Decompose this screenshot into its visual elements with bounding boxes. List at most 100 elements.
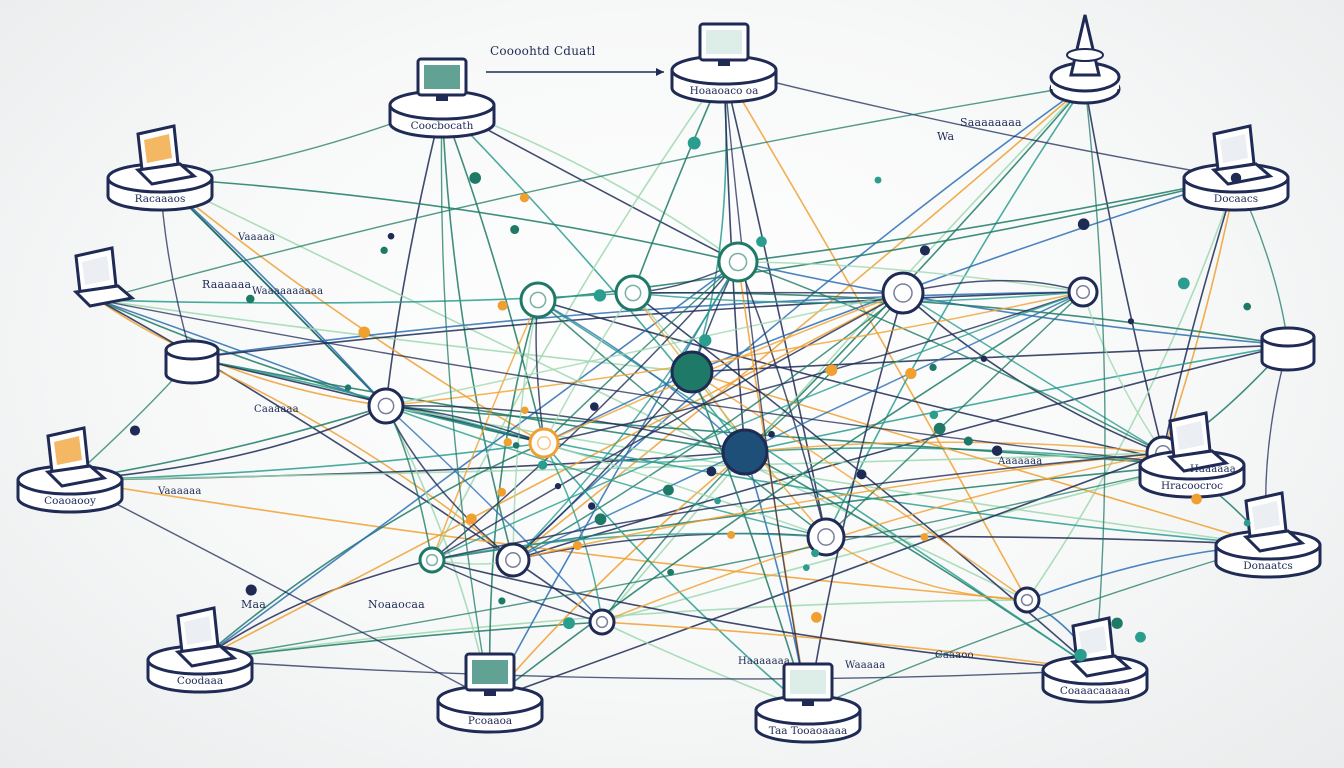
connection-line [1082,291,1164,454]
annotation-label: Maa [241,598,266,611]
endpoint-dot [387,232,395,240]
endpoint-dot [497,300,508,311]
connection-line [632,292,1096,671]
connection-line [601,451,746,623]
hub-node [717,241,759,283]
connection-line [385,405,433,561]
endpoint-dot [662,484,674,496]
connection-line [431,69,725,561]
connection-line [69,405,387,481]
endpoint-dot [811,611,822,623]
endpoint-dot [963,436,973,446]
hub-node [1067,276,1099,308]
connection-line [385,405,1193,466]
monitor-on-platform-icon: Hoaaoaco oa [670,22,778,104]
endpoint-dot [687,136,701,150]
annotation-label: Raaaaaa [202,278,252,291]
connection-line [159,177,545,444]
connection-line [601,84,1086,623]
hub-node [721,428,769,476]
annotation-label: Vaaaaaa [158,486,202,497]
laptop-on-platform-icon: Coodaaa [146,606,254,694]
connection-line [199,464,1193,661]
connection-line [431,559,603,623]
connection-line [69,452,1164,481]
connection-line [97,299,1193,466]
hub-node [528,427,560,459]
monitor-on-platform-icon: Pcoaaoa [436,652,544,734]
connection-line [737,261,1164,454]
connection-line [543,442,809,711]
storage-drum-icon [1260,326,1316,372]
storage-drum-icon [164,339,220,385]
endpoint-dot [465,513,477,525]
endpoint-dot [811,549,820,558]
endpoint-dot [593,289,607,302]
connection-line [199,621,603,661]
connection-line [737,177,1237,263]
connection-line [807,292,904,711]
hub-node [418,546,446,574]
connection-line [543,292,904,444]
connection-line [489,452,1164,701]
endpoint-dot [587,502,596,510]
connection-line [723,69,809,711]
device-label: Coodaaa [177,675,223,687]
annotation-label: Waaaaaaaaaa [252,286,324,297]
endpoint-dot [594,513,607,526]
connection-line [97,299,387,407]
connection-line [431,559,1096,671]
connection-line [191,291,1084,359]
endpoint-dot [344,384,352,391]
endpoint-dot [699,334,712,347]
connection-line [512,84,1086,561]
connection-line [512,299,539,561]
connection-line [69,442,545,481]
connection-line [512,261,739,561]
endpoint-dot [667,568,675,576]
connection-line [543,442,827,538]
laptop-on-platform-icon: Coaoaooy [16,426,124,514]
endpoint-dot [1135,631,1146,643]
device-label: Racaaaos [135,193,186,205]
hub-node [806,517,846,557]
endpoint-dot [512,442,520,449]
connection-line [385,291,1084,407]
connection-line [512,371,693,561]
connection-line [431,261,739,561]
device-label: Donaatcs [1243,560,1293,572]
annotation-label: Noaaocaa [368,598,425,611]
endpoint-dot [1111,617,1123,629]
hub-node [670,350,714,394]
endpoint-dot [991,445,1003,456]
connection-line [199,559,433,661]
endpoint-dots [129,136,1252,662]
annotation-label: Waaaaa [845,660,886,671]
device-label: Docaacs [1214,193,1258,205]
connection-line [431,291,1084,561]
endpoint-dot [538,460,548,470]
endpoint-dot [1230,172,1242,184]
monitor-on-platform-icon: Coocbocath [388,57,496,139]
hub-node [367,387,405,425]
connection-line [191,357,514,561]
laptop-on-platform-icon: Racaaaos [106,124,214,212]
connection-line [431,299,539,561]
connection-line [691,371,1269,546]
connection-line [441,104,746,453]
connection-line [744,441,1164,454]
connection-line [512,292,904,561]
endpoint-dot [497,487,507,497]
connection-line [431,292,904,561]
endpoint-dot [245,584,257,596]
endpoint-dot [929,410,939,420]
annotation-label: Haaaaaaa [738,656,791,667]
connection-line [1084,84,1106,671]
endpoint-dot [802,564,810,571]
diagram-heading: Coooohtd Cduatl [490,44,596,58]
annotation-label: Aaaaaaa [998,456,1043,467]
connection-line [691,177,1237,373]
annotation-label: Vaaaaa [238,232,276,243]
connection-line [199,261,739,661]
connection-line [199,659,1096,680]
